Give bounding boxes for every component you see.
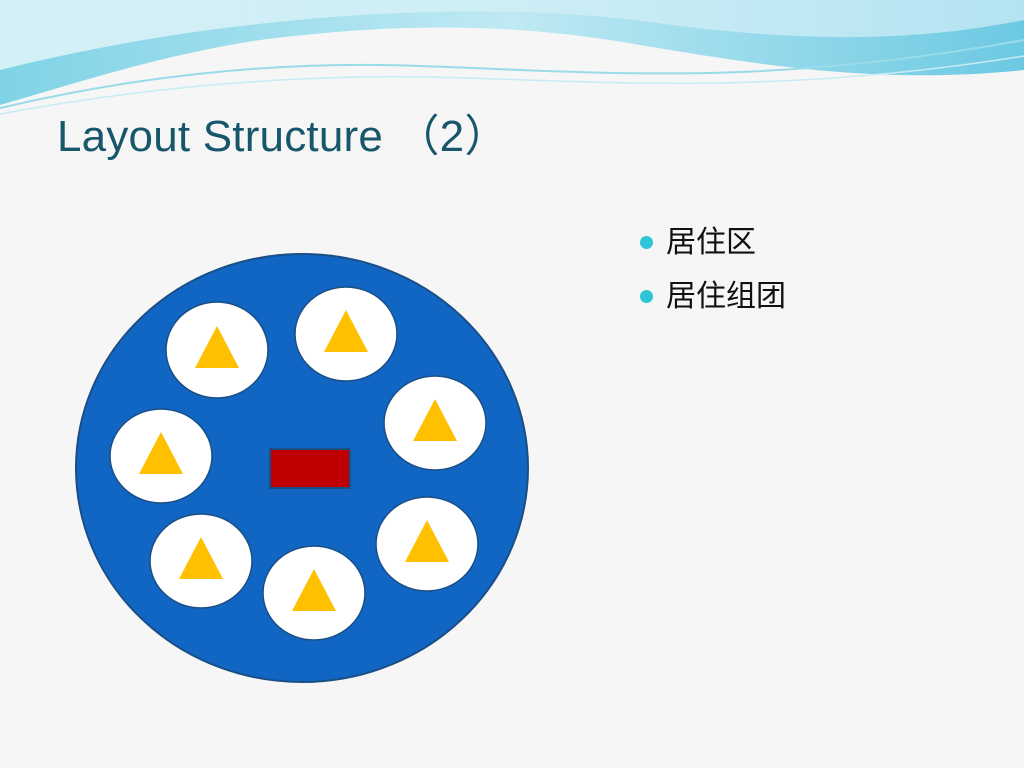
triangle-marker-icon bbox=[179, 537, 223, 579]
triangle-marker-icon bbox=[324, 310, 368, 352]
residential-group bbox=[149, 513, 253, 609]
residential-group bbox=[375, 496, 479, 592]
triangle-marker-icon bbox=[292, 569, 336, 611]
header-wave-decoration bbox=[0, 0, 1024, 115]
bullet-list: 居住区 居住组团 bbox=[638, 222, 786, 330]
residential-group bbox=[165, 301, 269, 399]
residential-group bbox=[262, 545, 366, 641]
bullet-item-residential-district: 居住区 bbox=[638, 222, 786, 276]
residential-group bbox=[109, 408, 213, 504]
triangle-marker-icon bbox=[405, 520, 449, 562]
residential-group bbox=[383, 375, 487, 471]
bullet-dot-icon bbox=[640, 290, 653, 303]
bullet-label: 居住组团 bbox=[666, 279, 786, 314]
bullet-dot-icon bbox=[640, 236, 653, 249]
triangle-marker-icon bbox=[195, 326, 239, 368]
slide-title: Layout Structure （2） bbox=[57, 112, 509, 161]
residential-group bbox=[294, 286, 398, 382]
triangle-marker-icon bbox=[139, 432, 183, 474]
center-facility-rect bbox=[269, 448, 351, 489]
triangle-marker-icon bbox=[413, 399, 457, 441]
bullet-item-residential-group: 居住组团 bbox=[638, 276, 786, 330]
bullet-label: 居住区 bbox=[666, 225, 756, 260]
